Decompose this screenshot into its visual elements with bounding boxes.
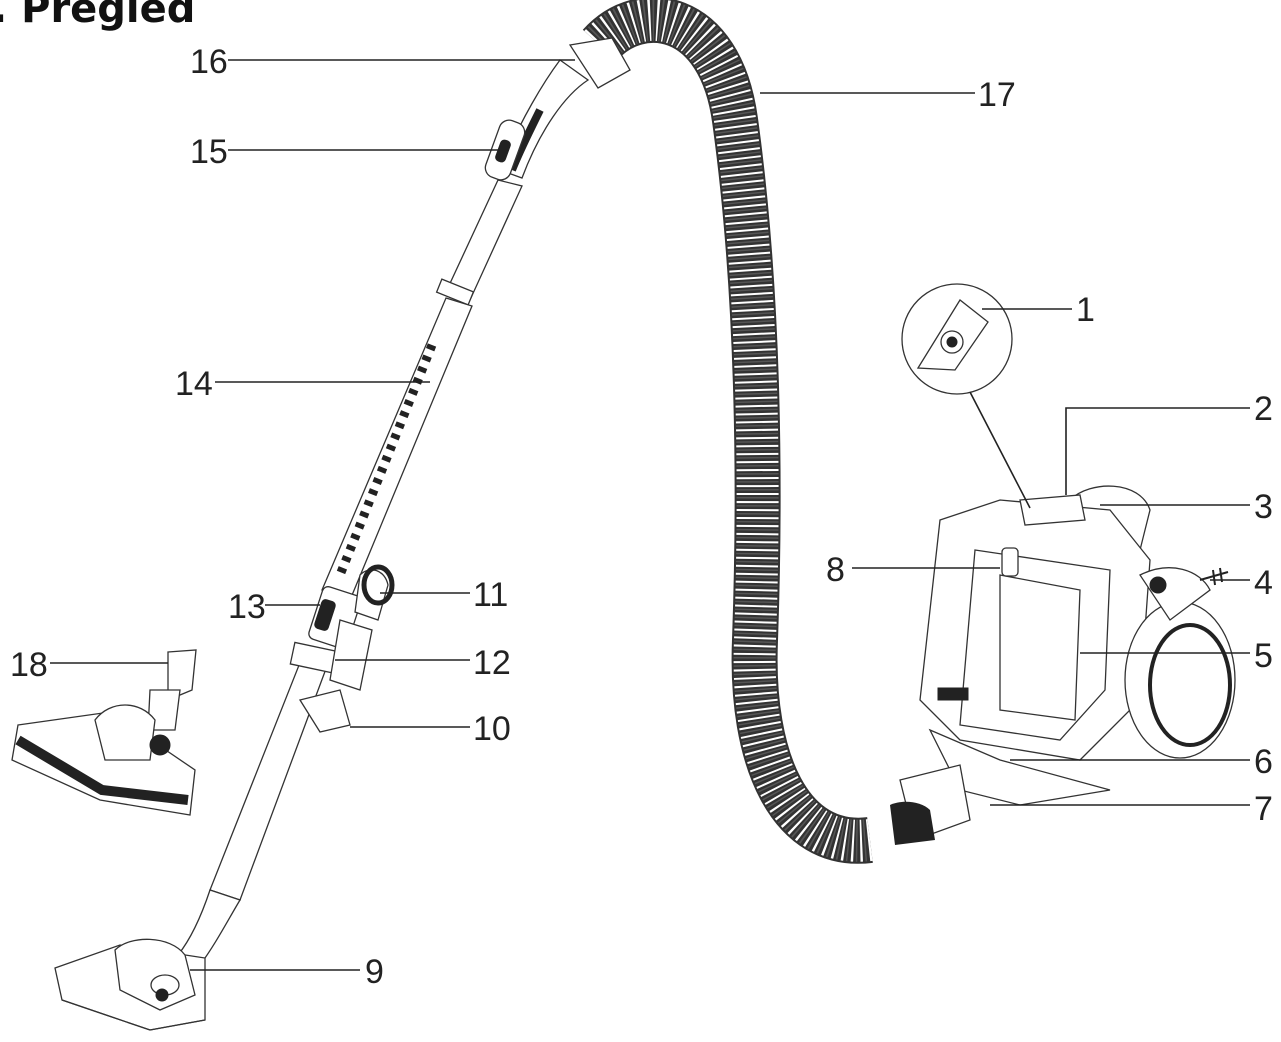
floor-brush	[54, 938, 206, 1031]
label-14: 14	[175, 365, 213, 403]
label-7: 7	[1254, 790, 1273, 828]
label-17: 17	[978, 76, 1016, 114]
label-15: 15	[190, 133, 228, 171]
label-11: 11	[473, 576, 508, 614]
telescopic-tube	[176, 179, 523, 966]
flexible-hose	[582, 0, 873, 864]
label-3: 3	[1254, 488, 1273, 526]
parquet-brush	[11, 649, 197, 816]
tube-ribs	[335, 343, 437, 577]
detail-callout	[901, 283, 1031, 509]
label-10: 10	[473, 710, 511, 748]
vacuum-body	[890, 485, 1236, 845]
leader-lines	[50, 59, 1250, 971]
label-1: 1	[1076, 291, 1095, 329]
label-9: 9	[365, 953, 384, 991]
page-title: . Pregled	[0, 0, 196, 32]
hose-handle	[484, 37, 631, 181]
label-6: 6	[1254, 743, 1273, 781]
label-16: 16	[190, 43, 228, 81]
label-13: 13	[228, 588, 266, 626]
label-5: 5	[1254, 637, 1273, 675]
label-8: 8	[826, 551, 845, 589]
accessory-holder	[289, 564, 395, 733]
label-18: 18	[10, 646, 48, 684]
label-4: 4	[1254, 564, 1273, 602]
label-12: 12	[473, 644, 511, 682]
label-2: 2	[1254, 390, 1273, 428]
